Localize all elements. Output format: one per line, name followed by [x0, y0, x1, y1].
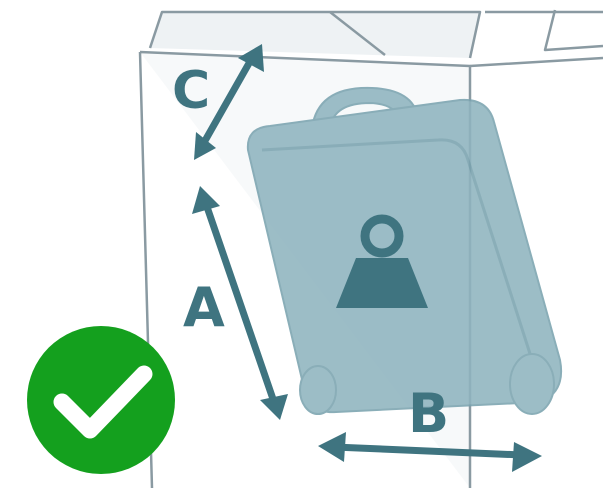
- label-b: B: [408, 382, 449, 445]
- arrow-b-head-left: [318, 432, 346, 462]
- bin-right-compartment: [469, 9, 603, 68]
- bin-lid: [148, 10, 482, 59]
- suitcase-wheel-left: [299, 365, 337, 415]
- weight-ring: [360, 214, 404, 258]
- label-c: C: [172, 61, 210, 121]
- arrow-a-head-bottom: [260, 394, 288, 420]
- arrow-c-shaft: [198, 54, 256, 150]
- check-mark: [53, 365, 153, 439]
- arrow-c-head-top: [238, 44, 264, 72]
- suitcase-wheel-right: [509, 353, 555, 415]
- weight-body: [336, 258, 428, 308]
- arrow-c-head-bottom: [194, 132, 216, 160]
- arrow-a-head-top: [192, 186, 220, 214]
- suitcase-seam: [261, 138, 534, 361]
- arrow-b-head-right: [512, 442, 542, 472]
- arrow-b-shaft: [330, 443, 526, 459]
- bin-lid-inner: [329, 11, 386, 56]
- arrow-a-shaft: [202, 200, 278, 406]
- check-badge-circle: [27, 326, 175, 474]
- weight-icon: [336, 214, 428, 308]
- dimension-arrows: [192, 44, 542, 472]
- checkmark-icon: [27, 326, 175, 474]
- label-a: A: [183, 276, 225, 339]
- suitcase: [246, 86, 562, 415]
